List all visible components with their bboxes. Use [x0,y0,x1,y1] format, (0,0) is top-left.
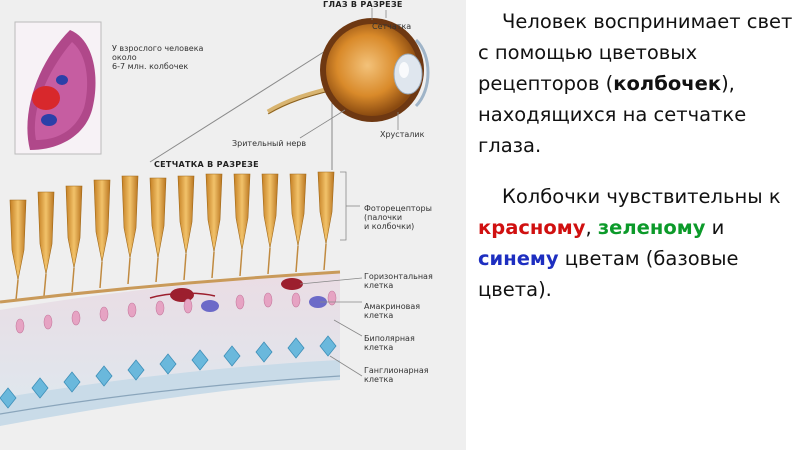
retina-illustration: У взрослого человека около 6-7 млн. колб… [0,0,466,450]
paragraph-cone-receptors: Человек воспринимает свет с помощью цвет… [478,6,796,161]
bipolar-cells [15,290,337,334]
p2-text-end: цветам (базовые цвета). [478,247,739,301]
green-word: зеленому [597,216,706,239]
eye-section [320,18,430,122]
horizontal-cell-label: Горизонтальная клетка [364,272,433,291]
retina-diagram [0,8,430,426]
and-sep: и [705,216,725,239]
p1-text-end: ), находящихся на сетчатке глаза. [478,72,747,157]
horizontal-cells [149,278,303,302]
optic-nerve-label: Зрительный нерв [232,139,307,148]
lens-label: Хрусталик [380,130,425,139]
text-panel: Человек воспринимает свет с помощью цвет… [478,6,796,305]
paragraph-cone-sensitivity: Колбочки чувствительны к красному, зелен… [478,181,796,305]
blue-word: синему [478,247,559,270]
ganglion-cells [0,335,337,409]
retina-label: Сетчатка [372,22,412,31]
bipolar-cell-label: Биполярная клетка [364,334,415,353]
photoreceptor-layer [0,171,341,304]
photoreceptors-label: Фоторецепторы (палочки и колбочки) [364,204,432,232]
retina-section-title: СЕТЧАТКА В РАЗРЕЗЕ [154,160,259,169]
amacrine-cells [201,296,327,312]
ganglion-cell-label: Ганглионарная клетка [364,366,429,385]
comma-sep: , [585,216,598,239]
amacrine-cell-label: Амакриновая клетка [364,302,421,321]
eye-section-title: ГЛАЗ В РАЗРЕЗЕ [323,0,403,9]
red-word: красному [478,216,586,239]
cell-inset [14,21,102,155]
p2-text-start: Колбочки чувствительны к [502,185,781,208]
cone-count-caption: У взрослого человека около 6-7 млн. колб… [112,44,204,72]
p1-text-start: Человек воспринимает свет с помощью цвет… [478,10,793,95]
cones-term: колбочек [613,72,722,95]
